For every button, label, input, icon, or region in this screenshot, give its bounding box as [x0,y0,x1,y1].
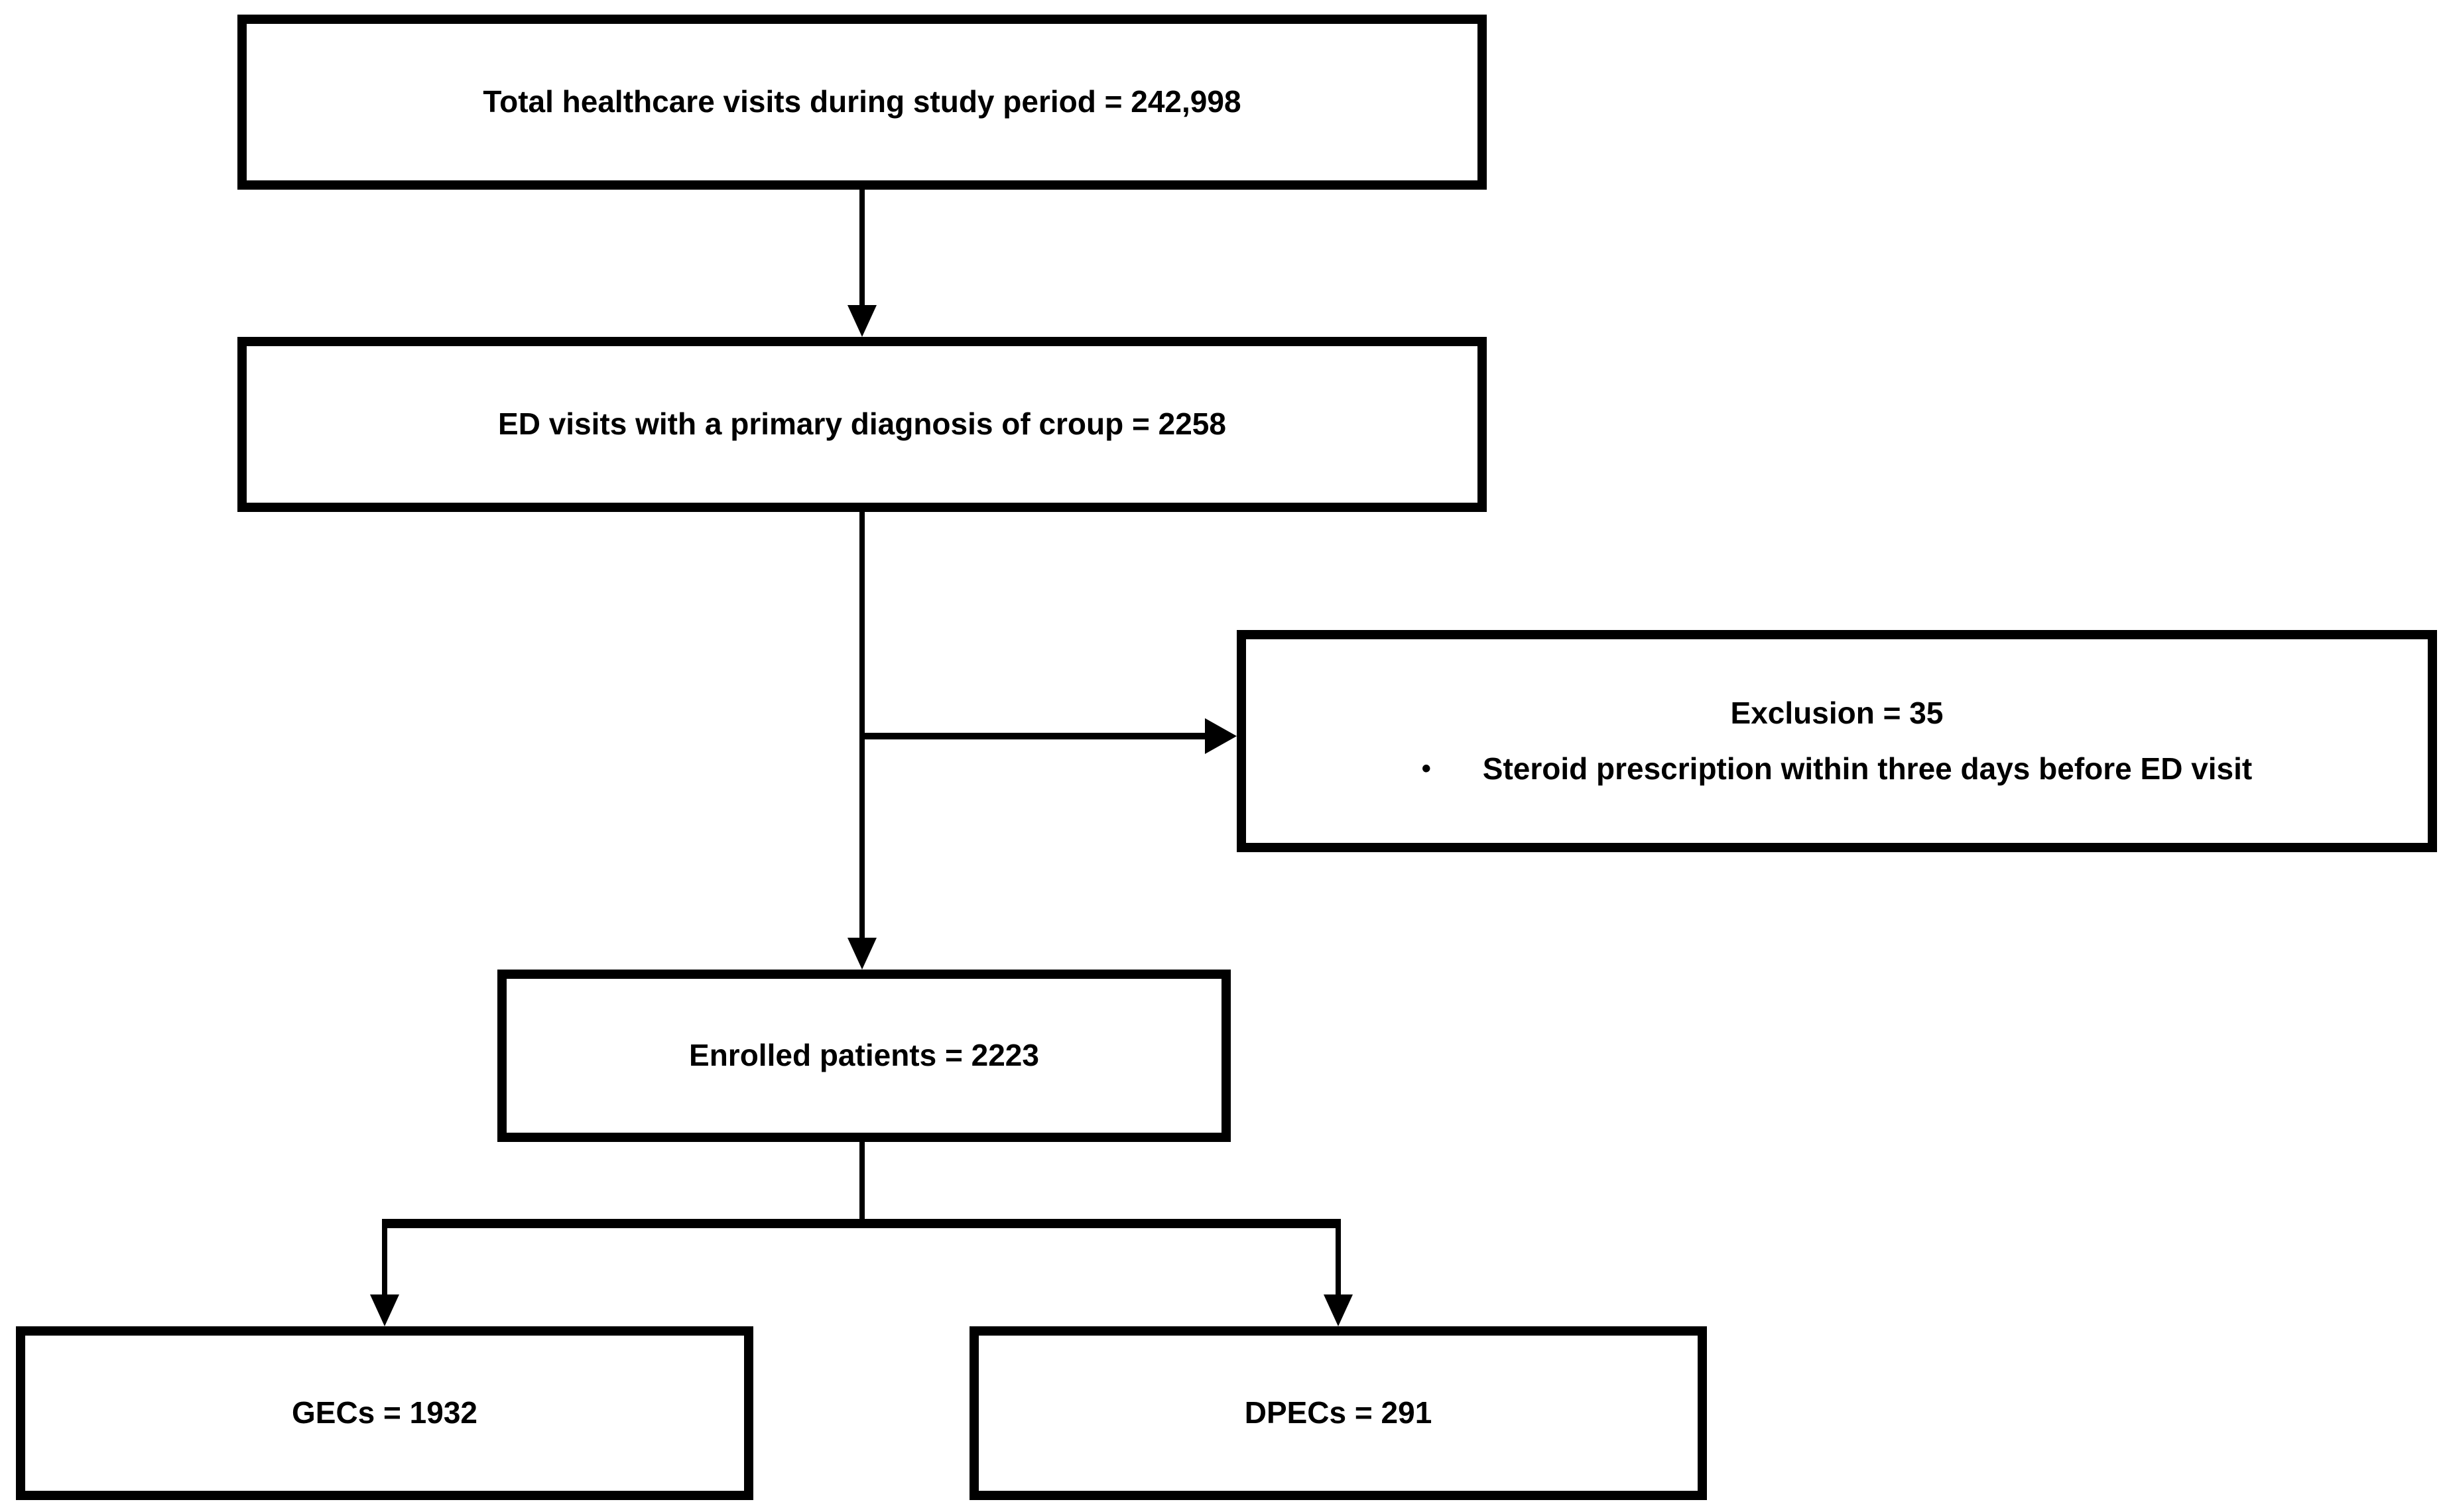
bullet-icon: • [1421,754,1431,784]
node-gecs-label: GECs = 1932 [291,1395,478,1430]
arrowhead-down-icon [847,305,877,337]
arrowhead-down-icon [1324,1294,1353,1326]
node-enrolled-patients: Enrolled patients = 2223 [497,970,1231,1142]
node-dpecs: DPECs = 291 [970,1326,1707,1500]
connector-enrolled-to-split [859,1142,865,1224]
arrowhead-right-icon [1205,718,1237,754]
node-exclusion-bullet-row: • Steroid prescription within three days… [1422,750,2252,788]
connector-split-to-dpecs [1336,1227,1341,1298]
connector-split-to-gecs [382,1227,387,1298]
node-total-healthcare-visits: Total healthcare visits during study per… [237,15,1487,190]
connector-ed-to-enrolled [859,512,865,940]
arrowhead-down-icon [370,1294,399,1326]
node-exclusion-bullet-text: Steroid prescription within three days b… [1482,751,2253,786]
node-enrolled-patients-label: Enrolled patients = 2223 [689,1038,1039,1073]
node-exclusion-title: Exclusion = 35 [1730,696,1944,730]
connector-branch-to-exclusion [862,733,1208,739]
node-ed-visits-croup: ED visits with a primary diagnosis of cr… [237,337,1487,512]
connector-split-bar [382,1219,1341,1228]
node-total-healthcare-visits-label: Total healthcare visits during study per… [483,84,1241,119]
node-dpecs-label: DPECs = 291 [1244,1395,1432,1430]
connector-total-to-ed [859,190,865,309]
arrowhead-down-icon [847,938,877,970]
node-exclusion: Exclusion = 35 • Steroid prescription wi… [1237,630,2437,852]
node-ed-visits-croup-label: ED visits with a primary diagnosis of cr… [498,407,1226,442]
node-gecs: GECs = 1932 [16,1326,753,1500]
